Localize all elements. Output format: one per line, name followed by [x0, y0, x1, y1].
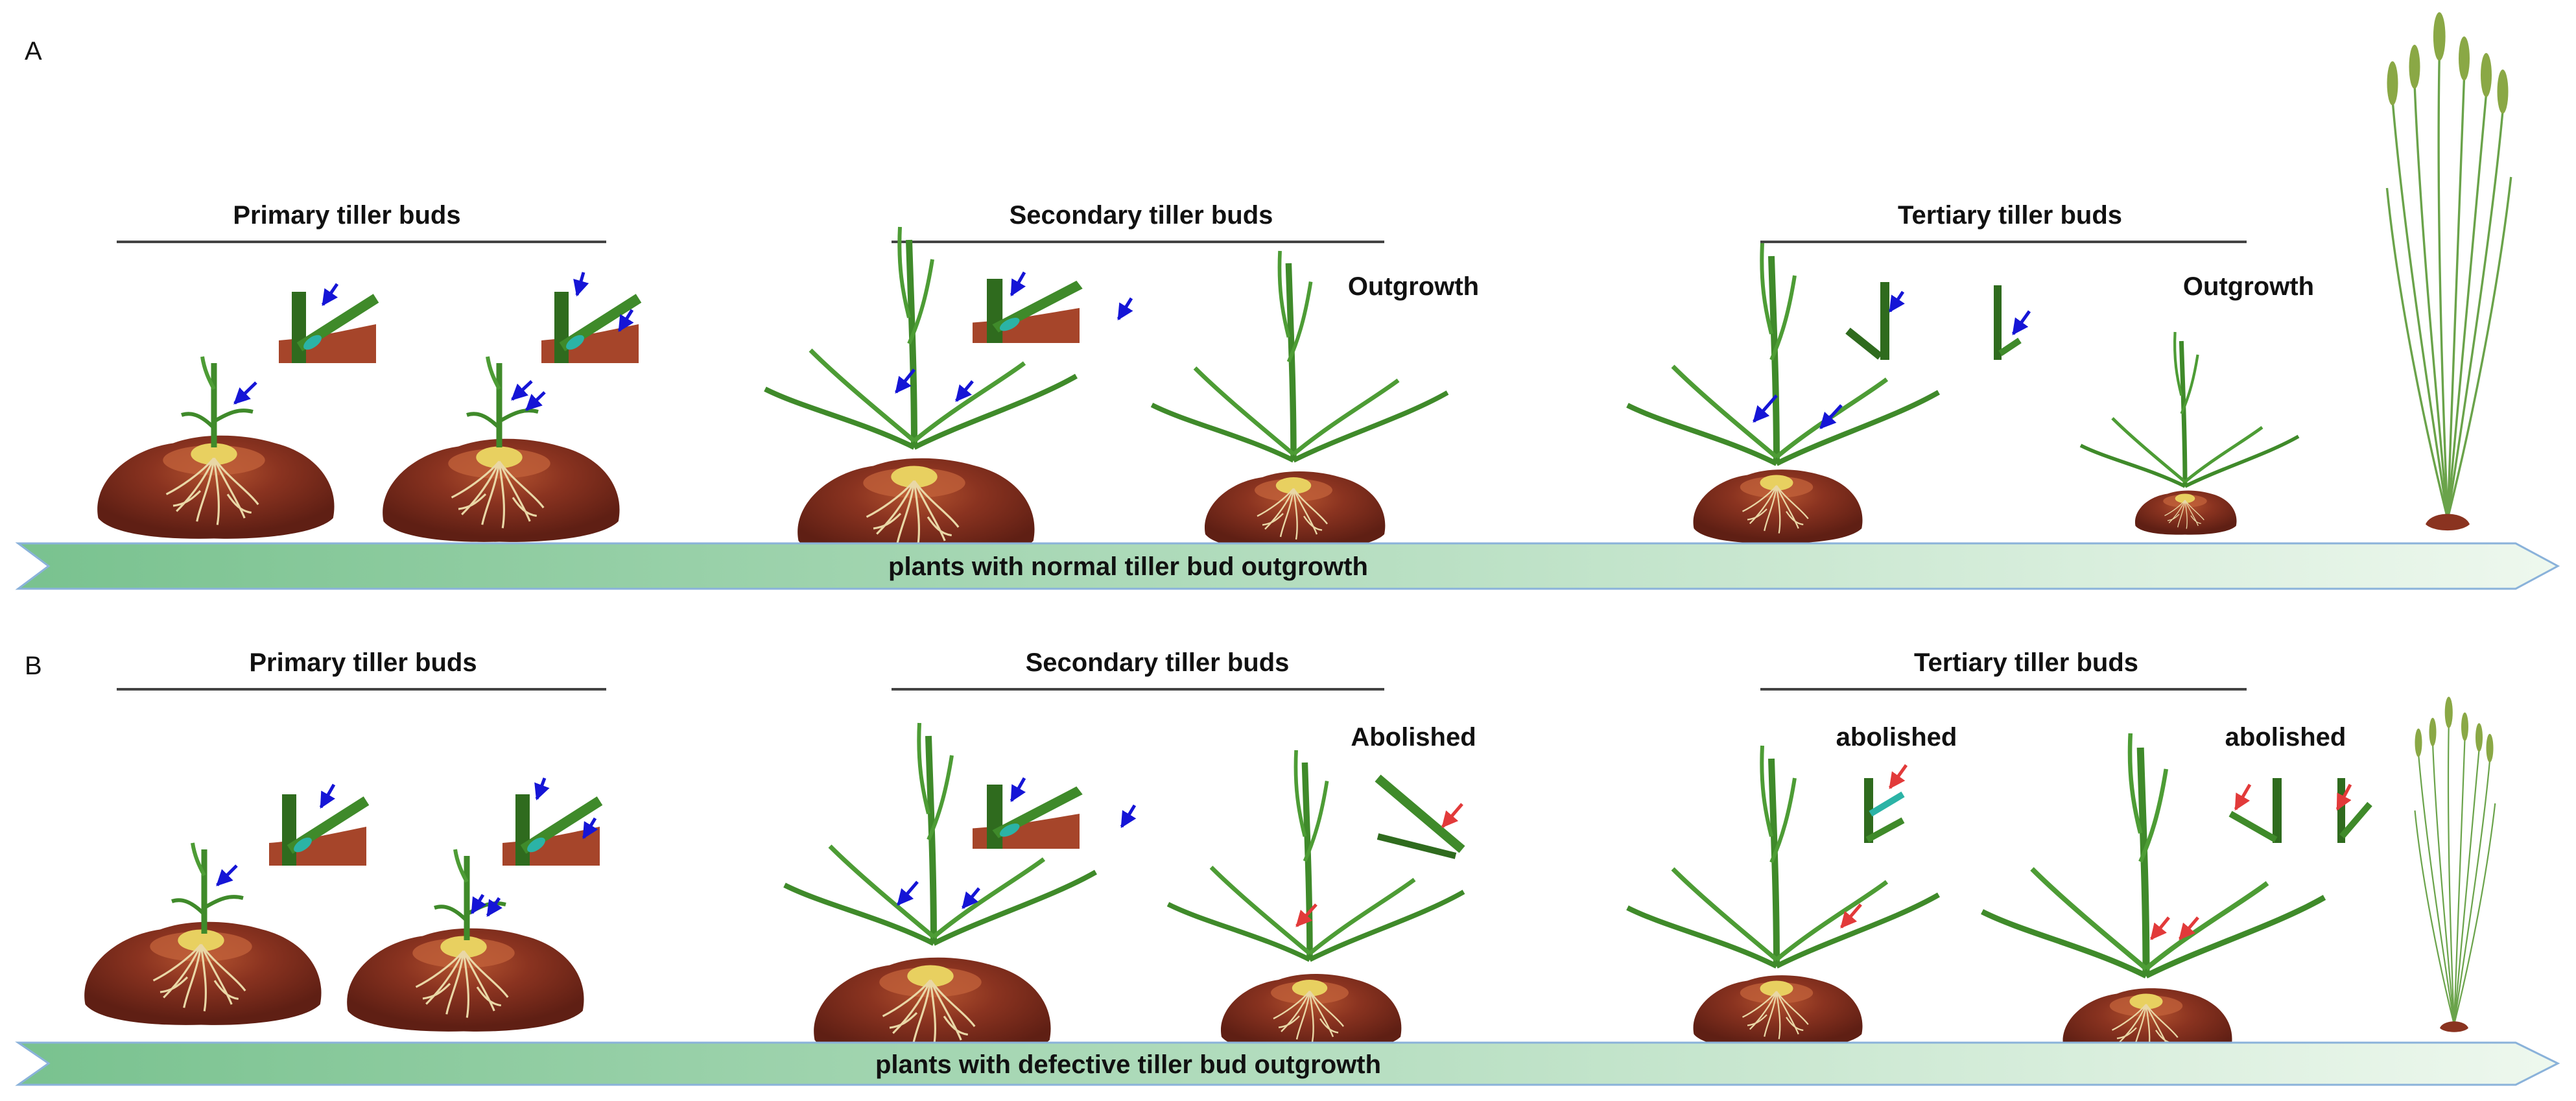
state-label: Outgrowth [2183, 272, 2314, 301]
bud-arrow-icon [525, 391, 546, 411]
mature-wheat-icon [2385, 11, 2512, 532]
panel-a: A Primary tiller buds Secondary tiller b… [15, 11, 2560, 590]
bud-arrow-icon [1010, 777, 1026, 803]
heading-secondary: Secondary tiller buds [1026, 648, 1290, 677]
heading-tertiary: Tertiary tiller buds [1898, 201, 2122, 230]
tiller-plant-icon [346, 777, 600, 1033]
tiller-plant-icon [1627, 746, 1939, 1050]
bud-arrow-icon [955, 380, 974, 402]
panel-b: B Primary tiller buds Secondary tiller b… [15, 648, 2560, 1086]
tiller-plant-icon [1168, 750, 1464, 1054]
panel-label: A [25, 37, 42, 65]
bud-arrow-icon [2335, 783, 2352, 811]
bud-arrow-icon [1753, 394, 1778, 423]
bud-arrow-icon [1295, 903, 1318, 927]
band-text: plants with defective tiller bud outgrow… [875, 1050, 1381, 1079]
bud-arrow-icon [534, 777, 550, 801]
heading-tertiary: Tertiary tiller buds [1914, 648, 2138, 677]
bud-arrow-icon [2150, 916, 2170, 940]
bud-arrow-icon [233, 381, 257, 405]
tiller-plant-icon [96, 283, 376, 540]
bud-arrow-icon [1819, 404, 1843, 429]
tiller-plant-icon [765, 227, 1133, 563]
bud-arrow-icon [470, 894, 487, 915]
bud-arrow-icon [1010, 271, 1026, 297]
tiller-plant-icon [1627, 243, 2031, 544]
tiller-plant-icon [2081, 332, 2298, 536]
bud-arrow-icon [2234, 783, 2252, 811]
bud-arrow-icon [582, 817, 598, 840]
bud-arrow-icon [1441, 803, 1463, 828]
tiller-plant-icon [785, 723, 1137, 1062]
bud-arrow-icon [1888, 290, 1905, 313]
bud-arrow-icon [216, 864, 238, 886]
state-label: abolished [2225, 723, 2346, 752]
growth-band: plants with normal tiller bud outgrowth [15, 542, 2560, 590]
bud-arrow-icon [573, 272, 589, 297]
state-label: abolished [1836, 723, 1957, 752]
bud-arrow-icon [319, 783, 336, 809]
bud-arrow-icon [962, 887, 980, 909]
bud-arrow-icon [897, 881, 919, 906]
bud-arrow-icon [895, 368, 916, 394]
bud-arrow-icon [617, 309, 634, 333]
heading-primary: Primary tiller buds [249, 648, 477, 677]
state-label: Outgrowth [1348, 272, 1479, 301]
heading-primary: Primary tiller buds [233, 201, 460, 230]
growth-band: plants with defective tiller bud outgrow… [15, 1041, 2560, 1086]
bud-arrow-icon [1120, 804, 1137, 829]
bud-arrow-icon [1840, 903, 1862, 929]
panel-label: B [25, 652, 42, 680]
bud-arrow-icon [2011, 310, 2031, 336]
bud-arrow-icon [486, 897, 502, 918]
mature-wheat-icon [2414, 696, 2496, 1033]
tiller-plant-icon [1982, 733, 2372, 1063]
bud-arrow-icon [1117, 297, 1133, 321]
bud-arrow-icon [511, 380, 533, 401]
bud-arrow-icon [2179, 916, 2199, 940]
tiller-plant-icon [381, 272, 639, 543]
band-text: plants with normal tiller bud outgrowth [888, 552, 1368, 581]
bud-arrow-icon [321, 283, 339, 307]
state-label: Abolished [1351, 723, 1476, 752]
heading-secondary: Secondary tiller buds [1010, 201, 1273, 230]
bud-arrow-icon [1888, 764, 1908, 790]
tiller-plant-icon [83, 783, 366, 1026]
